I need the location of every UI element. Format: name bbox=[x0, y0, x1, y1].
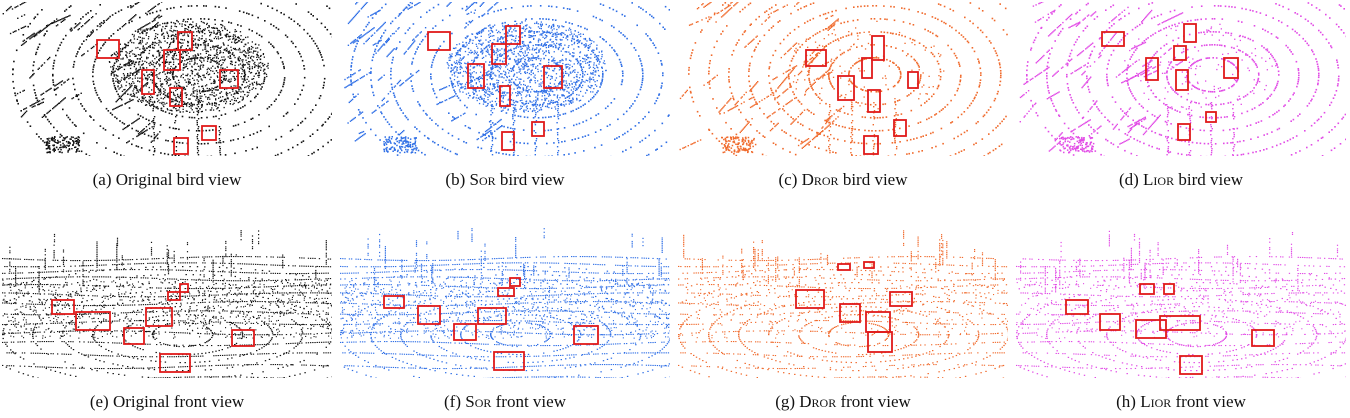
point-cloud-points bbox=[2, 2, 332, 156]
detection-box bbox=[163, 49, 181, 71]
detection-box bbox=[1183, 23, 1197, 43]
detection-box bbox=[141, 69, 155, 95]
point-cloud-front-lior bbox=[1016, 230, 1346, 378]
detection-box bbox=[159, 353, 191, 373]
detection-box bbox=[123, 327, 145, 345]
detection-box bbox=[1223, 57, 1239, 79]
detection-box bbox=[1065, 299, 1089, 315]
detection-box bbox=[1179, 355, 1203, 375]
detection-box bbox=[179, 283, 189, 293]
detection-box bbox=[1099, 313, 1121, 331]
caption-d: (d) Lior bird view bbox=[1118, 170, 1244, 189]
detection-box bbox=[1251, 329, 1275, 347]
detection-box bbox=[467, 63, 485, 89]
detection-box bbox=[861, 57, 873, 79]
panel-d-image bbox=[1016, 2, 1346, 156]
detection-box bbox=[795, 289, 825, 309]
point-cloud-points bbox=[679, 2, 1008, 156]
point-cloud-bird-original bbox=[2, 2, 332, 156]
detection-box bbox=[893, 119, 907, 137]
detection-box bbox=[907, 71, 919, 89]
detection-box bbox=[1175, 69, 1189, 91]
detection-box bbox=[145, 307, 173, 327]
caption-c: (c) Dror bird view bbox=[778, 170, 908, 189]
panel-e-image bbox=[2, 218, 332, 378]
caption-b: (b) Sor bird view bbox=[445, 170, 565, 189]
detection-box bbox=[177, 31, 193, 51]
panel-b-image bbox=[340, 2, 670, 156]
detection-box bbox=[837, 263, 851, 271]
panel-h-image bbox=[1016, 218, 1346, 378]
panel-f-image bbox=[340, 218, 670, 378]
point-cloud-bird-lior bbox=[1019, 2, 1346, 156]
point-cloud-bird-dror bbox=[679, 2, 1008, 156]
detection-box bbox=[501, 131, 515, 151]
detection-box bbox=[75, 311, 111, 331]
detection-box bbox=[543, 65, 563, 89]
point-cloud-front-dror bbox=[678, 230, 1008, 378]
detection-box bbox=[173, 137, 189, 155]
detection-box bbox=[573, 325, 599, 345]
detection-box bbox=[499, 85, 511, 107]
detection-box bbox=[1139, 283, 1155, 295]
detection-box bbox=[493, 351, 525, 371]
point-cloud-bird-sor bbox=[344, 2, 670, 156]
detection-box bbox=[201, 125, 217, 141]
point-cloud-front-sor bbox=[340, 228, 670, 378]
point-cloud-points bbox=[340, 228, 670, 378]
detection-box bbox=[1135, 319, 1167, 339]
detection-box bbox=[219, 69, 239, 89]
point-cloud-front-original bbox=[2, 230, 332, 378]
detection-box bbox=[169, 87, 183, 107]
detection-box bbox=[837, 75, 855, 101]
detection-box bbox=[865, 311, 891, 333]
detection-box bbox=[96, 39, 120, 59]
detection-box bbox=[863, 261, 875, 269]
detection-box bbox=[1145, 57, 1159, 81]
detection-box bbox=[477, 307, 507, 325]
detection-box bbox=[867, 89, 881, 113]
detection-box bbox=[1177, 123, 1191, 141]
detection-box bbox=[531, 121, 545, 137]
detection-box bbox=[427, 31, 451, 51]
detection-box bbox=[51, 299, 75, 315]
caption-f: (f) Sor front view bbox=[444, 392, 566, 411]
detection-box bbox=[863, 135, 879, 155]
caption-a: (a) Original bird view bbox=[92, 170, 242, 189]
detection-box bbox=[867, 331, 893, 353]
detection-box bbox=[497, 287, 515, 297]
point-cloud-points bbox=[678, 230, 1008, 378]
detection-box bbox=[383, 295, 405, 309]
caption-e: (e) Original front view bbox=[89, 392, 245, 411]
detection-box bbox=[1159, 315, 1201, 331]
point-cloud-points bbox=[344, 2, 670, 156]
detection-box bbox=[889, 291, 913, 307]
detection-box bbox=[1101, 31, 1125, 47]
detection-box bbox=[491, 43, 507, 65]
point-cloud-points bbox=[2, 230, 332, 378]
point-cloud-points bbox=[1019, 2, 1346, 156]
detection-box bbox=[871, 35, 885, 61]
caption-g: (g) Dror front view bbox=[775, 392, 911, 411]
detection-box bbox=[509, 277, 521, 287]
detection-box bbox=[1205, 111, 1217, 123]
detection-box bbox=[1173, 45, 1187, 61]
detection-box bbox=[453, 323, 477, 341]
panel-c-image bbox=[678, 2, 1008, 156]
panel-g-image bbox=[678, 218, 1008, 378]
detection-box bbox=[505, 25, 521, 45]
detection-box bbox=[417, 305, 441, 325]
detection-box bbox=[1163, 283, 1175, 295]
detection-box bbox=[167, 291, 181, 301]
detection-box bbox=[839, 303, 861, 323]
caption-h: (h) Lior front view bbox=[1116, 392, 1246, 411]
panel-a-image bbox=[2, 2, 332, 156]
detection-box bbox=[805, 49, 827, 67]
detection-box bbox=[231, 329, 255, 347]
